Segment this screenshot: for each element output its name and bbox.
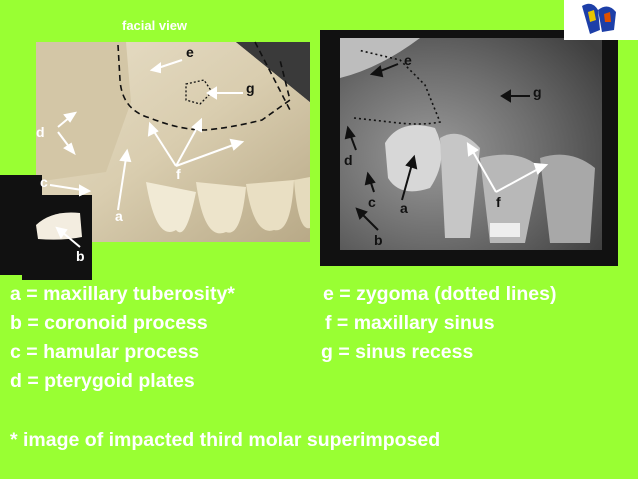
radiograph-image — [340, 38, 602, 250]
skull-label-b: b — [76, 248, 85, 264]
legend-e: e = zygoma (dotted lines) — [323, 283, 557, 305]
skull-label-c: c — [40, 174, 48, 190]
xray-label-g: g — [533, 84, 542, 100]
xray-label-a: a — [400, 200, 408, 216]
xray-label-b: b — [374, 232, 383, 248]
xray-label-e: e — [404, 52, 412, 68]
xray-label-f: f — [496, 194, 501, 210]
skull-label-g: g — [246, 80, 255, 96]
legend-d: d = pterygoid plates — [10, 370, 195, 392]
xray-label-d: d — [344, 152, 353, 168]
xray-label-c: c — [368, 194, 376, 210]
legend-f: f = maxillary sinus — [325, 312, 495, 334]
legend-a: a = maxillary tuberosity* — [10, 283, 235, 305]
skull-label-e: e — [186, 44, 194, 60]
legend-c: c = hamular process — [10, 341, 200, 363]
legend-b: b = coronoid process — [10, 312, 208, 334]
skull-label-d: d — [36, 124, 45, 140]
legend-g: g = sinus recess — [321, 341, 474, 363]
legend-note: * image of impacted third molar superimp… — [10, 429, 441, 451]
skull-photo — [36, 42, 310, 242]
skull-label-f: f — [176, 166, 181, 182]
logo-thumbnail — [564, 0, 638, 40]
coronoid-inset-2 — [22, 195, 92, 280]
facial-view-caption: facial view — [122, 18, 188, 33]
skull-label-a: a — [115, 208, 123, 224]
